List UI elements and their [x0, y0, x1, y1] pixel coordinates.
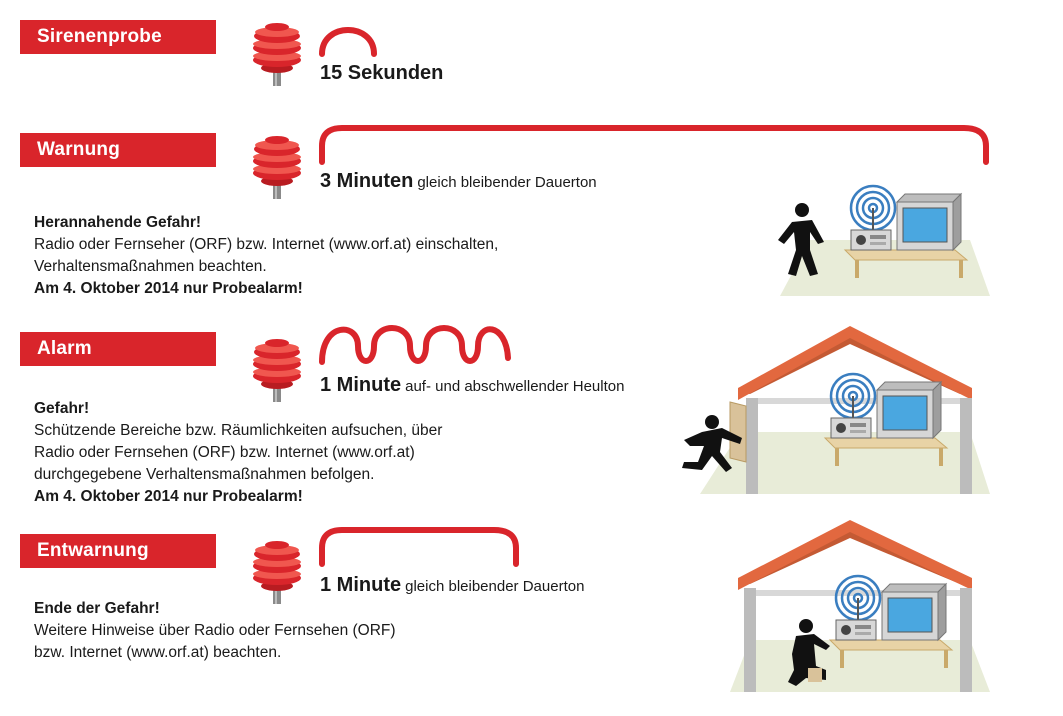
- siren-icon: [253, 136, 301, 199]
- description-alarm: Gefahr! Schützende Bereiche bzw. Räumlic…: [34, 400, 443, 505]
- person-icon: [788, 619, 830, 686]
- label-warnung: Warnung: [20, 133, 216, 167]
- label-alarm: Alarm: [20, 332, 216, 366]
- siren-icon: [253, 541, 301, 604]
- house-icon: [738, 326, 972, 494]
- duration-sirenenprobe: 15 Sekunden: [320, 62, 444, 84]
- label-sirenenprobe: Sirenenprobe: [20, 20, 216, 54]
- description-entwarnung: Ende der Gefahr! Weitere Hinweise über R…: [34, 600, 396, 661]
- description-warnung: Herannahende Gefahr! Radio oder Fernsehe…: [34, 214, 499, 297]
- wailing-tone-curve: [319, 325, 511, 365]
- label-entwarnung: Entwarnung: [20, 534, 216, 568]
- siren-icon: [253, 339, 301, 402]
- scene-entwarnung: [730, 520, 990, 692]
- continuous-tone-curve: [319, 125, 989, 165]
- siren-icon: [253, 23, 301, 86]
- scene-warnung: [778, 184, 990, 296]
- person-icon: [682, 415, 742, 472]
- continuous-tone-curve: [319, 527, 519, 567]
- person-icon: [778, 203, 824, 276]
- short-tone-curve: [319, 27, 377, 57]
- scene-alarm: [682, 326, 990, 494]
